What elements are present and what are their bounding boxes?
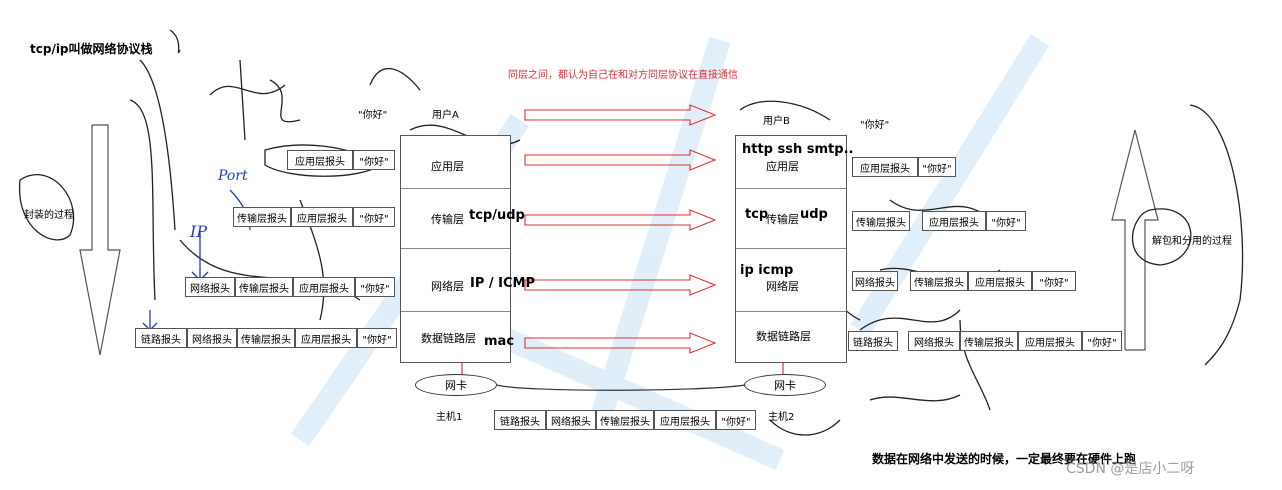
wire-network-header: 网络报头 [546, 410, 596, 430]
right-side-label: 解包和分用的过程 [1152, 236, 1232, 247]
page-title: tcp/ip叫做网络协议栈 [30, 42, 153, 56]
encapsulation-arrow [79, 124, 121, 356]
right-r4-link-header: 链路报头 [848, 331, 898, 351]
wire-app-header: 应用层报头 [654, 410, 716, 430]
left-r3-app-header: 应用层报头 [293, 277, 355, 297]
host-b-layer-app: 应用层 [766, 160, 799, 173]
right-r3-payload: "你好" [1032, 271, 1076, 291]
host-b-nic: 网卡 [744, 374, 826, 396]
user-b-label: 用户B [763, 116, 790, 127]
bottom-note: 数据在网络中发送的时候，一定最终要在硬件上跑 [872, 452, 1137, 466]
left-r4-network-header: 网络报头 [187, 328, 237, 348]
host-b-proto-tcp: tcp [745, 207, 769, 222]
right-r3-network-header: 网络报头 [852, 271, 898, 291]
host-a-proto-transport: tcp/udp [469, 208, 525, 223]
host-a-proto-link: mac [484, 334, 515, 349]
left-r3-transport-header: 传输层报头 [235, 277, 293, 297]
right-r2-payload: "你好" [986, 211, 1026, 231]
decapsulation-arrow [1111, 129, 1159, 351]
right-r3-transport-header: 传输层报头 [910, 271, 968, 291]
left-r2-transport-header: 传输层报头 [233, 207, 291, 227]
left-r1-payload: "你好" [353, 150, 395, 170]
wire-payload: "你好" [716, 410, 756, 430]
host-a-proto-network: IP / ICMP [470, 276, 536, 291]
left-r4-transport-header: 传输层报头 [237, 328, 295, 348]
host-b-layer-link: 数据链路层 [756, 330, 811, 343]
host-a-layer-link: 数据链路层 [421, 332, 476, 345]
host-b-layer-transport: 传输层 [766, 213, 799, 226]
left-r3-network-header: 网络报头 [185, 277, 235, 297]
right-r1-app-header: 应用层报头 [852, 157, 918, 177]
hello-b-label: "你好" [860, 120, 890, 131]
host-b-proto-network: ip icmp [740, 263, 794, 278]
peer-arrows [524, 104, 717, 354]
host-a-layer-network: 网络层 [431, 280, 464, 293]
handwritten-ip: IP [190, 222, 208, 241]
left-r3-payload: "你好" [355, 277, 395, 297]
handwritten-port: Port [218, 168, 248, 184]
right-r4-app-header: 应用层报头 [1018, 331, 1082, 351]
left-r2-payload: "你好" [353, 207, 395, 227]
host-a-stack: 应用层 传输层 网络层 数据链路层 [400, 135, 511, 363]
right-r3-app-header: 应用层报头 [968, 271, 1032, 291]
host-a-label: 主机1 [436, 412, 463, 423]
host-a-layer-app: 应用层 [431, 160, 464, 173]
left-r4-link-header: 链路报头 [135, 328, 187, 348]
host-a-layer-transport: 传输层 [431, 213, 464, 226]
left-r1-app-header: 应用层报头 [287, 150, 353, 170]
left-r2-app-header: 应用层报头 [291, 207, 353, 227]
host-b-label: 主机2 [768, 412, 795, 423]
user-a-label: 用户A [432, 110, 459, 121]
csdn-watermark: CSDN @是店小二呀 [1066, 461, 1195, 477]
host-b-proto-app: http ssh smtp.. [742, 142, 854, 157]
right-r4-transport-header: 传输层报头 [960, 331, 1018, 351]
peer-note: 同层之间，都认为自己在和对方同层协议在直接通信 [508, 70, 738, 81]
host-b-layer-network: 网络层 [766, 280, 799, 293]
hello-a-label: "你好" [358, 110, 388, 121]
host-b-stack: 应用层 传输层 网络层 数据链路层 [735, 135, 847, 363]
right-r4-payload: "你好" [1082, 331, 1122, 351]
left-side-label: 封装的过程 [24, 210, 74, 221]
left-r4-payload: "你好" [357, 328, 397, 348]
wire-link-header: 链路报头 [494, 410, 546, 430]
wire-transport-header: 传输层报头 [596, 410, 654, 430]
right-r2-transport-header: 传输层报头 [852, 211, 910, 231]
right-r1-payload: "你好" [918, 157, 956, 177]
host-b-proto-udp: udp [800, 207, 828, 222]
right-r2-app-header: 应用层报头 [922, 211, 986, 231]
host-a-nic: 网卡 [415, 374, 497, 396]
right-r4-network-header: 网络报头 [908, 331, 960, 351]
left-r4-app-header: 应用层报头 [295, 328, 357, 348]
